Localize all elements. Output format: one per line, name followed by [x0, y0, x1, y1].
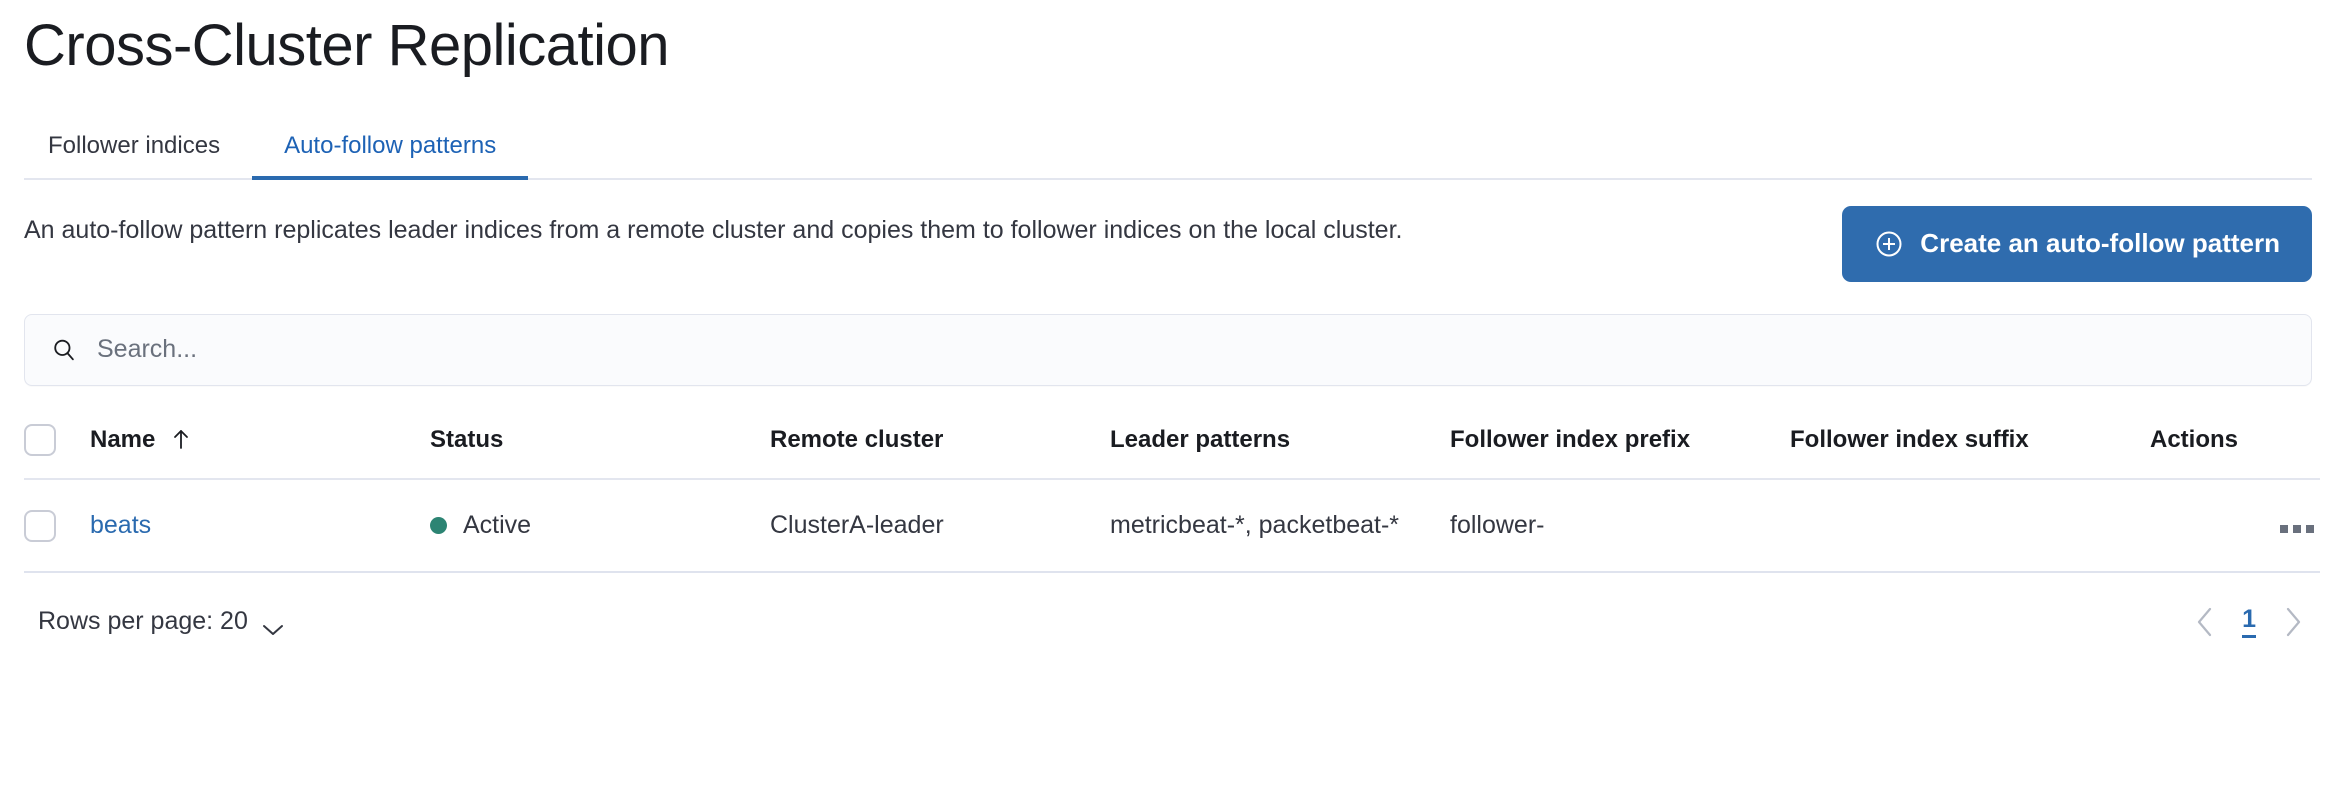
pattern-name-link[interactable]: beats — [90, 510, 152, 539]
cell-status: Active — [430, 478, 770, 573]
plus-in-circle-icon — [1874, 229, 1904, 259]
column-header-follower-index-prefix: Follower index prefix — [1450, 423, 1790, 480]
chevron-left-icon[interactable] — [2194, 605, 2216, 639]
chevron-right-icon[interactable] — [2282, 605, 2304, 639]
tab-auto-follow-patterns[interactable]: Auto-follow patterns — [252, 133, 529, 180]
table-footer: Rows per page: 20 1 — [24, 605, 2312, 639]
cell-name: beats — [90, 478, 430, 573]
chevron-down-icon — [262, 615, 284, 635]
cell-remote-cluster: ClusterA-leader — [770, 478, 1110, 573]
table-body: beats Active ClusterA-leader metricbeat-… — [24, 478, 2320, 573]
rows-per-page-label: Rows per page: 20 — [38, 607, 248, 636]
cell-actions — [2150, 478, 2320, 573]
tab-bar: Follower indices Auto-follow patterns — [24, 116, 2312, 180]
sort-ascending-icon — [172, 428, 190, 450]
select-all-checkbox[interactable] — [24, 423, 56, 456]
search-icon — [51, 337, 77, 363]
auto-follow-patterns-table: Name Status Remote cluster Leader patter… — [24, 423, 2320, 573]
column-header-remote-cluster: Remote cluster — [770, 423, 1110, 480]
row-checkbox[interactable] — [24, 510, 56, 543]
select-all-header — [24, 423, 90, 480]
status-label: Active — [463, 510, 532, 539]
cell-leader-patterns: metricbeat-*, packetbeat-* — [1110, 478, 1450, 573]
search-bar[interactable] — [24, 313, 2312, 386]
tab-follower-indices[interactable]: Follower indices — [24, 133, 252, 178]
column-header-status: Status — [430, 423, 770, 480]
column-header-actions: Actions — [2150, 423, 2320, 480]
table-header-row: Name Status Remote cluster Leader patter… — [24, 423, 2320, 480]
description-row: An auto-follow pattern replicates leader… — [24, 205, 2312, 282]
cell-follower-index-suffix — [1790, 478, 2150, 573]
pagination-page-1[interactable]: 1 — [2242, 605, 2256, 639]
status-dot-icon — [430, 516, 447, 534]
column-header-name[interactable]: Name — [90, 423, 430, 480]
table-header: Name Status Remote cluster Leader patter… — [24, 423, 2320, 480]
create-auto-follow-pattern-button[interactable]: Create an auto-follow pattern — [1842, 205, 2312, 282]
table-row: beats Active ClusterA-leader metricbeat-… — [24, 478, 2320, 573]
rows-per-page-selector[interactable]: Rows per page: 20 — [32, 606, 290, 637]
column-header-follower-index-suffix: Follower index suffix — [1790, 423, 2150, 480]
column-header-name-label: Name — [90, 425, 156, 453]
search-input[interactable] — [95, 313, 2285, 386]
create-button-label: Create an auto-follow pattern — [1920, 228, 2280, 259]
column-header-leader-patterns: Leader patterns — [1110, 423, 1450, 480]
cell-follower-index-prefix: follower- — [1450, 478, 1790, 573]
ellipsis-horizontal-icon[interactable] — [2274, 519, 2320, 539]
row-select-cell — [24, 478, 90, 573]
pagination: 1 — [2194, 605, 2304, 639]
page-description: An auto-follow pattern replicates leader… — [24, 215, 1403, 244]
page-title: Cross-Cluster Replication — [24, 13, 670, 78]
